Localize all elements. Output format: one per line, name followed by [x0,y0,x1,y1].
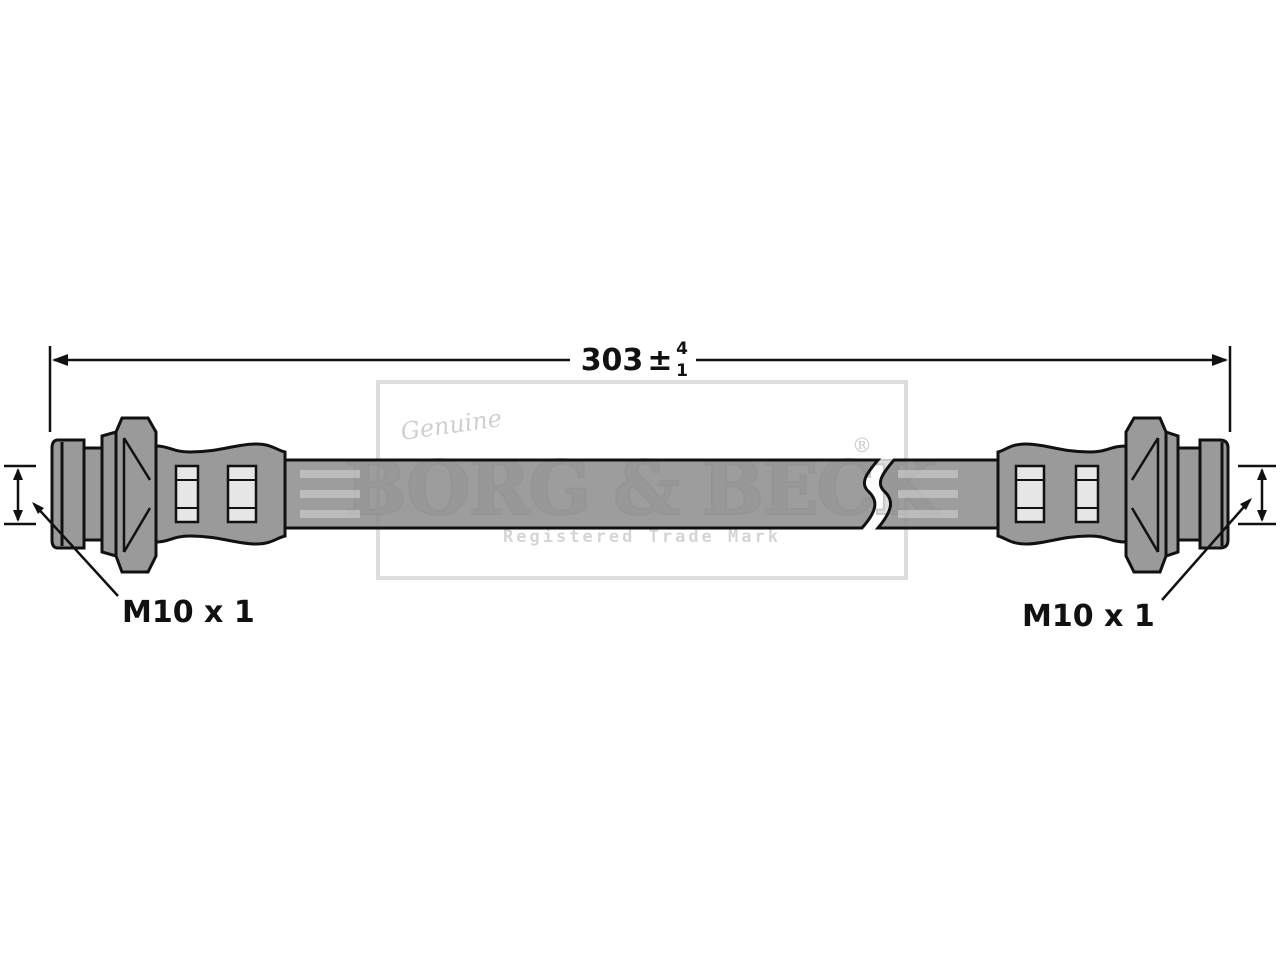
hex-nut-right [1124,416,1168,574]
thread-label-right: M10 x 1 [1022,599,1155,634]
length-label: 303 ± 4 1 [581,339,688,381]
watermark-reg: ® [852,433,872,457]
hex-nut-left [114,416,158,574]
hose-tube [283,458,1000,530]
ferrule-window-left-1 [174,464,200,524]
collar-right [1176,446,1202,542]
tube-nut-right [1198,438,1230,550]
length-nominal: 303 [581,343,644,378]
length-tolerance-upper: 4 [676,339,688,359]
dimension-arrow-left [52,354,68,366]
thread-callout-left [4,464,119,597]
collar-left [82,446,104,542]
fitting-left [50,416,287,574]
watermark-bars [300,470,958,518]
length-tolerance-lower: 1 [676,361,688,381]
ferrule-window-right-2 [1074,464,1100,524]
fitting-right [996,416,1230,574]
length-dimension [48,346,1232,432]
thread-callout-right [1161,464,1276,601]
leader-line-left [33,503,119,597]
watermark-script: Genuine [399,404,504,446]
ferrule-window-left-2 [226,464,258,524]
tube-nut-left [50,438,86,550]
dimension-arrow-right [1212,354,1228,366]
watermark-tagline: Registered Trade Mark [503,527,781,547]
length-plus-minus: ± [647,343,672,378]
hose-segment-left [283,458,882,530]
thread-label-left: M10 x 1 [122,595,255,630]
leader-line-right [1161,499,1251,601]
ferrule-window-right-1 [1014,464,1046,524]
